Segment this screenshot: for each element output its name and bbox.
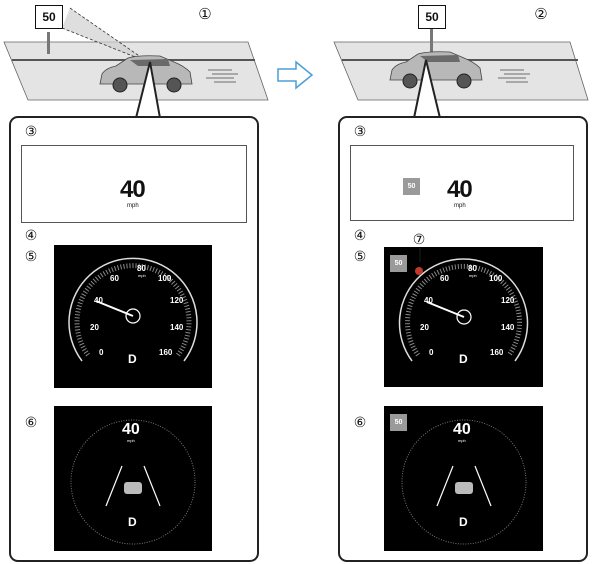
callout-pointers: [135, 59, 441, 119]
gauge-speed-limit-sign: 50: [390, 255, 407, 272]
driver-display: 40 mph D 50: [384, 406, 543, 551]
display-panel-1: ③ 40 mph ④ ⑤ 0 20 40 60 80 100 120 140 1…: [9, 116, 259, 562]
display-label: ⑥: [24, 414, 38, 430]
gear-indicator: D: [459, 352, 468, 366]
gauge-tick: 20: [90, 323, 99, 332]
gauge-unit: mph: [469, 273, 477, 278]
gauge-tick: 0: [429, 348, 434, 357]
hud-unit: mph: [127, 203, 139, 209]
gauge-tick: 160: [159, 348, 173, 357]
gauge-tick: 40: [424, 296, 433, 305]
step-number: ①: [198, 6, 212, 23]
speed-limit-marker: [415, 267, 423, 275]
speedometer-dial: 0 20 40 60 80 100 120 140 160 mph D: [68, 257, 198, 366]
gauge-label: ⑤: [353, 248, 367, 264]
right-arrow-icon: [277, 60, 314, 90]
gauge-tick: 140: [501, 323, 515, 332]
speed-limit-sign: 50: [418, 5, 446, 29]
gauge-tick: 80: [468, 264, 477, 273]
hud-speed: 40: [120, 176, 146, 203]
speed-limit-sign: 50: [35, 5, 63, 29]
meter-label: ④: [24, 227, 38, 243]
head-up-display: 50 40 mph: [350, 145, 574, 221]
display-label: ⑥: [353, 414, 367, 430]
gauge-unit: mph: [138, 273, 146, 278]
gauge-tick: 80: [137, 264, 146, 273]
gauge-tick: 60: [110, 274, 119, 283]
display-panel-2: ③ 50 40 mph ④ ⑤ 0 20 40 60 80 100 120 14…: [338, 116, 588, 562]
gear-indicator: D: [128, 352, 137, 366]
hud-label: ③: [24, 123, 38, 139]
car-icon: [99, 55, 193, 93]
road-scene-2: 50 ②: [330, 0, 592, 110]
gauge-tick: 60: [440, 274, 449, 283]
meter-label: ④: [353, 227, 367, 243]
hud-label: ③: [353, 123, 367, 139]
road-scene-1: 50 ①: [0, 0, 270, 110]
display-speed: 40: [453, 421, 471, 438]
hud-speed: 40: [447, 176, 473, 203]
gauge-tick: 120: [170, 296, 184, 305]
gauge-tick: 120: [501, 296, 515, 305]
marker-leader-line: [419, 248, 421, 262]
road-illustration-2: [333, 28, 589, 101]
driver-display: 40 mph D: [54, 406, 212, 551]
display-unit: mph: [458, 438, 466, 443]
road-illustration-1: [3, 7, 269, 101]
gauge-tick: 20: [420, 323, 429, 332]
gauge-tick: 140: [170, 323, 184, 332]
car-icon: [455, 482, 473, 494]
step-number: ②: [534, 6, 548, 23]
car-icon: [124, 482, 142, 494]
car-icon: [389, 51, 483, 89]
gauge-tick: 100: [489, 274, 503, 283]
needle-marker-label: ⑦: [412, 231, 426, 247]
gauge-tick: 160: [490, 348, 504, 357]
display-gear: D: [128, 515, 137, 529]
display-speed-limit-sign: 50: [390, 414, 407, 431]
gauge-tick: 0: [99, 348, 104, 357]
display-unit: mph: [127, 438, 135, 443]
display-speed: 40: [122, 421, 140, 438]
gauge-tick: 100: [158, 274, 172, 283]
hud-speed-limit-sign: 50: [403, 178, 420, 195]
speedometer: 0 20 40 60 80 100 120 140 160 mph D: [54, 245, 212, 388]
gauge-label: ⑤: [24, 248, 38, 264]
driver-display-screen: 40 mph D: [70, 419, 196, 545]
head-up-display: 40 mph: [21, 145, 247, 223]
speedometer: 0 20 40 60 80 100 120 140 160 mph D 50: [384, 247, 543, 387]
display-gear: D: [459, 515, 468, 529]
hud-unit: mph: [454, 203, 466, 209]
speedometer-dial: 0 20 40 60 80 100 120 140 160 mph D: [398, 258, 529, 366]
gauge-tick: 40: [94, 296, 103, 305]
driver-display-screen: 40 mph D: [401, 419, 527, 545]
